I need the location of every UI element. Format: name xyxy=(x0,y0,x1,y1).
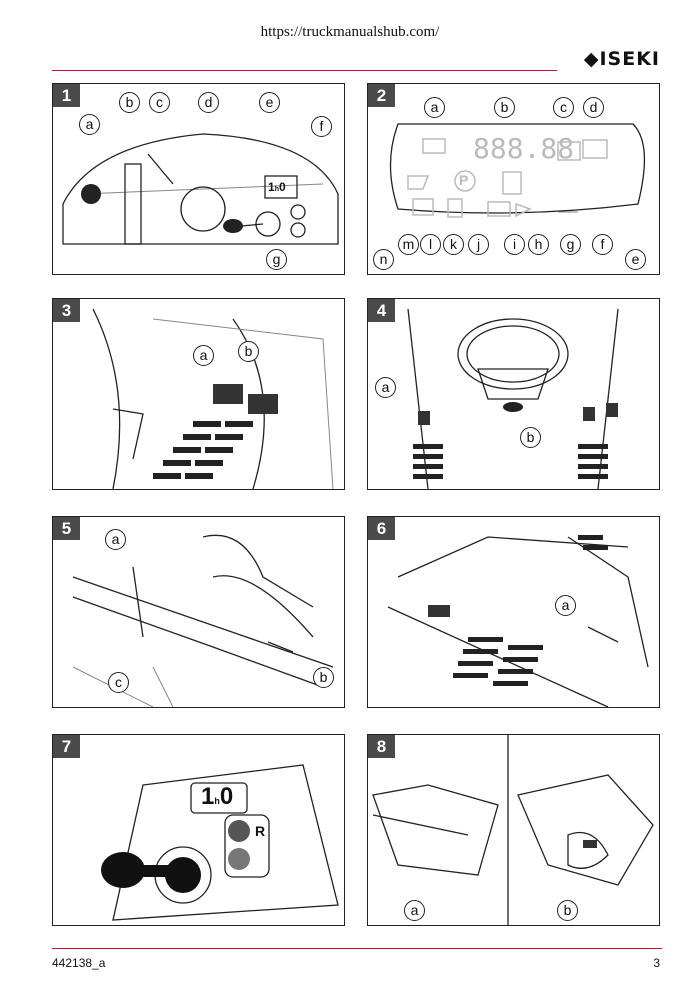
doc-number: 442138_a xyxy=(52,956,106,970)
figure-7-ignition: 7 1h0 R xyxy=(52,734,345,926)
display-drawing xyxy=(389,123,646,218)
figure-number: 6 xyxy=(368,517,395,540)
logo-icon: ◆ xyxy=(583,48,600,70)
counter-unit: h xyxy=(274,186,279,193)
callout-a: a xyxy=(105,529,126,550)
figure-8-compartments: 8 a b xyxy=(367,734,660,926)
figure-number: 2 xyxy=(368,84,395,107)
callout-h: h xyxy=(528,234,549,255)
callout-a: a xyxy=(79,114,100,135)
callout-e: e xyxy=(259,92,280,113)
display-letter-p: P xyxy=(459,172,469,188)
ignition-drawing xyxy=(101,764,339,921)
callout-d: d xyxy=(583,97,604,118)
brand-name: ISEKI xyxy=(599,48,660,70)
callout-k: k xyxy=(443,234,464,255)
callout-a: a xyxy=(424,97,445,118)
figure-number: 4 xyxy=(368,299,395,322)
switch-letter: R xyxy=(255,823,266,839)
callout-c: c xyxy=(149,92,170,113)
dashboard-drawing xyxy=(62,133,339,245)
side-levers-drawing xyxy=(72,534,334,707)
counter-unit: h xyxy=(214,796,220,806)
footer-rule xyxy=(52,948,662,949)
figure-4-cockpit: 4 a b xyxy=(367,298,660,490)
callout-f: f xyxy=(592,234,613,255)
callout-a: a xyxy=(555,595,576,616)
counter-value: 1 xyxy=(201,783,215,810)
hour-counter: 1h0 xyxy=(201,783,233,811)
figure-5-side-levers: 5 a b c xyxy=(52,516,345,708)
callout-j: j xyxy=(468,234,489,255)
callout-b: b xyxy=(520,427,541,448)
callout-g: g xyxy=(560,234,581,255)
figure-number: 5 xyxy=(53,517,80,540)
page-number: 3 xyxy=(653,956,660,970)
callout-b: b xyxy=(313,667,334,688)
callout-c: c xyxy=(553,97,574,118)
figure-3-pedals: 3 a b xyxy=(52,298,345,490)
counter-digit: 0 xyxy=(219,783,234,810)
callout-b: b xyxy=(557,900,578,921)
brand-logo: ◆ISEKI xyxy=(584,48,660,70)
callout-m: m xyxy=(398,234,419,255)
callout-i: i xyxy=(504,234,525,255)
callout-a: a xyxy=(404,900,425,921)
callout-b: b xyxy=(119,92,140,113)
pedals-drawing xyxy=(92,308,334,489)
figure-2-display: 2 888.88 P a b c d n m l k j i h g f e xyxy=(367,83,660,275)
callout-a: a xyxy=(375,377,396,398)
callout-c: c xyxy=(108,672,129,693)
figure-number: 8 xyxy=(368,735,395,758)
display-digits: 888.88 xyxy=(473,132,575,165)
compartments-drawing xyxy=(372,735,654,925)
figure-number: 7 xyxy=(53,735,80,758)
counter-digit: 0 xyxy=(278,180,286,194)
callout-f: f xyxy=(311,116,332,137)
callout-b: b xyxy=(238,341,259,362)
callout-b: b xyxy=(494,97,515,118)
counter-value: 1 xyxy=(268,180,275,194)
callout-n: n xyxy=(373,249,394,270)
hour-counter: 1h0 xyxy=(268,180,286,194)
cockpit-drawing xyxy=(407,308,619,489)
figure-number: 1 xyxy=(53,84,80,107)
header-rule xyxy=(52,70,557,71)
figure-6-floor: 6 a xyxy=(367,516,660,708)
callout-e: e xyxy=(625,249,646,270)
callout-l: l xyxy=(420,234,441,255)
callout-a: a xyxy=(193,345,214,366)
figure-number: 3 xyxy=(53,299,80,322)
source-url[interactable]: https://truckmanualshub.com/ xyxy=(260,24,440,40)
figure-1-dashboard: 1 1h0 a b c d e f g xyxy=(52,83,345,275)
callout-d: d xyxy=(198,92,219,113)
callout-g: g xyxy=(266,249,287,270)
floor-drawing xyxy=(387,535,649,707)
